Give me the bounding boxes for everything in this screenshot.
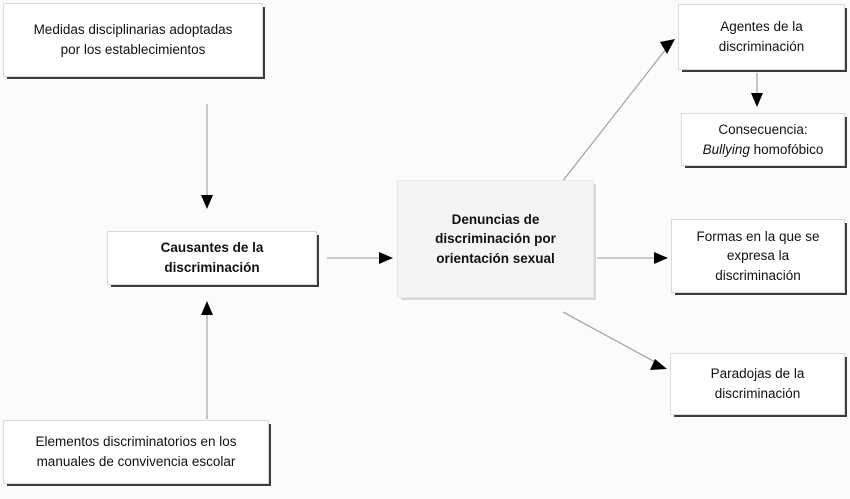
- edge-denuncias-to-formas: [597, 252, 668, 264]
- node-consecuencia-label: Consecuencia:Bullying homofóbico: [702, 121, 824, 157]
- edge-medidas-to-causantes: [201, 104, 213, 209]
- edge-agentes-to-consecuencia: [751, 73, 763, 107]
- edge-denuncias-to-agentes: [550, 39, 675, 197]
- edge-elementos-to-causantes: [201, 301, 213, 419]
- edge-causantes-to-denuncias: [327, 252, 393, 264]
- edge-denuncias-to-paradojas: [562, 311, 667, 370]
- node-consecuencia-bullying[interactable]: Consecuencia:Bullying homofóbico: [681, 113, 845, 166]
